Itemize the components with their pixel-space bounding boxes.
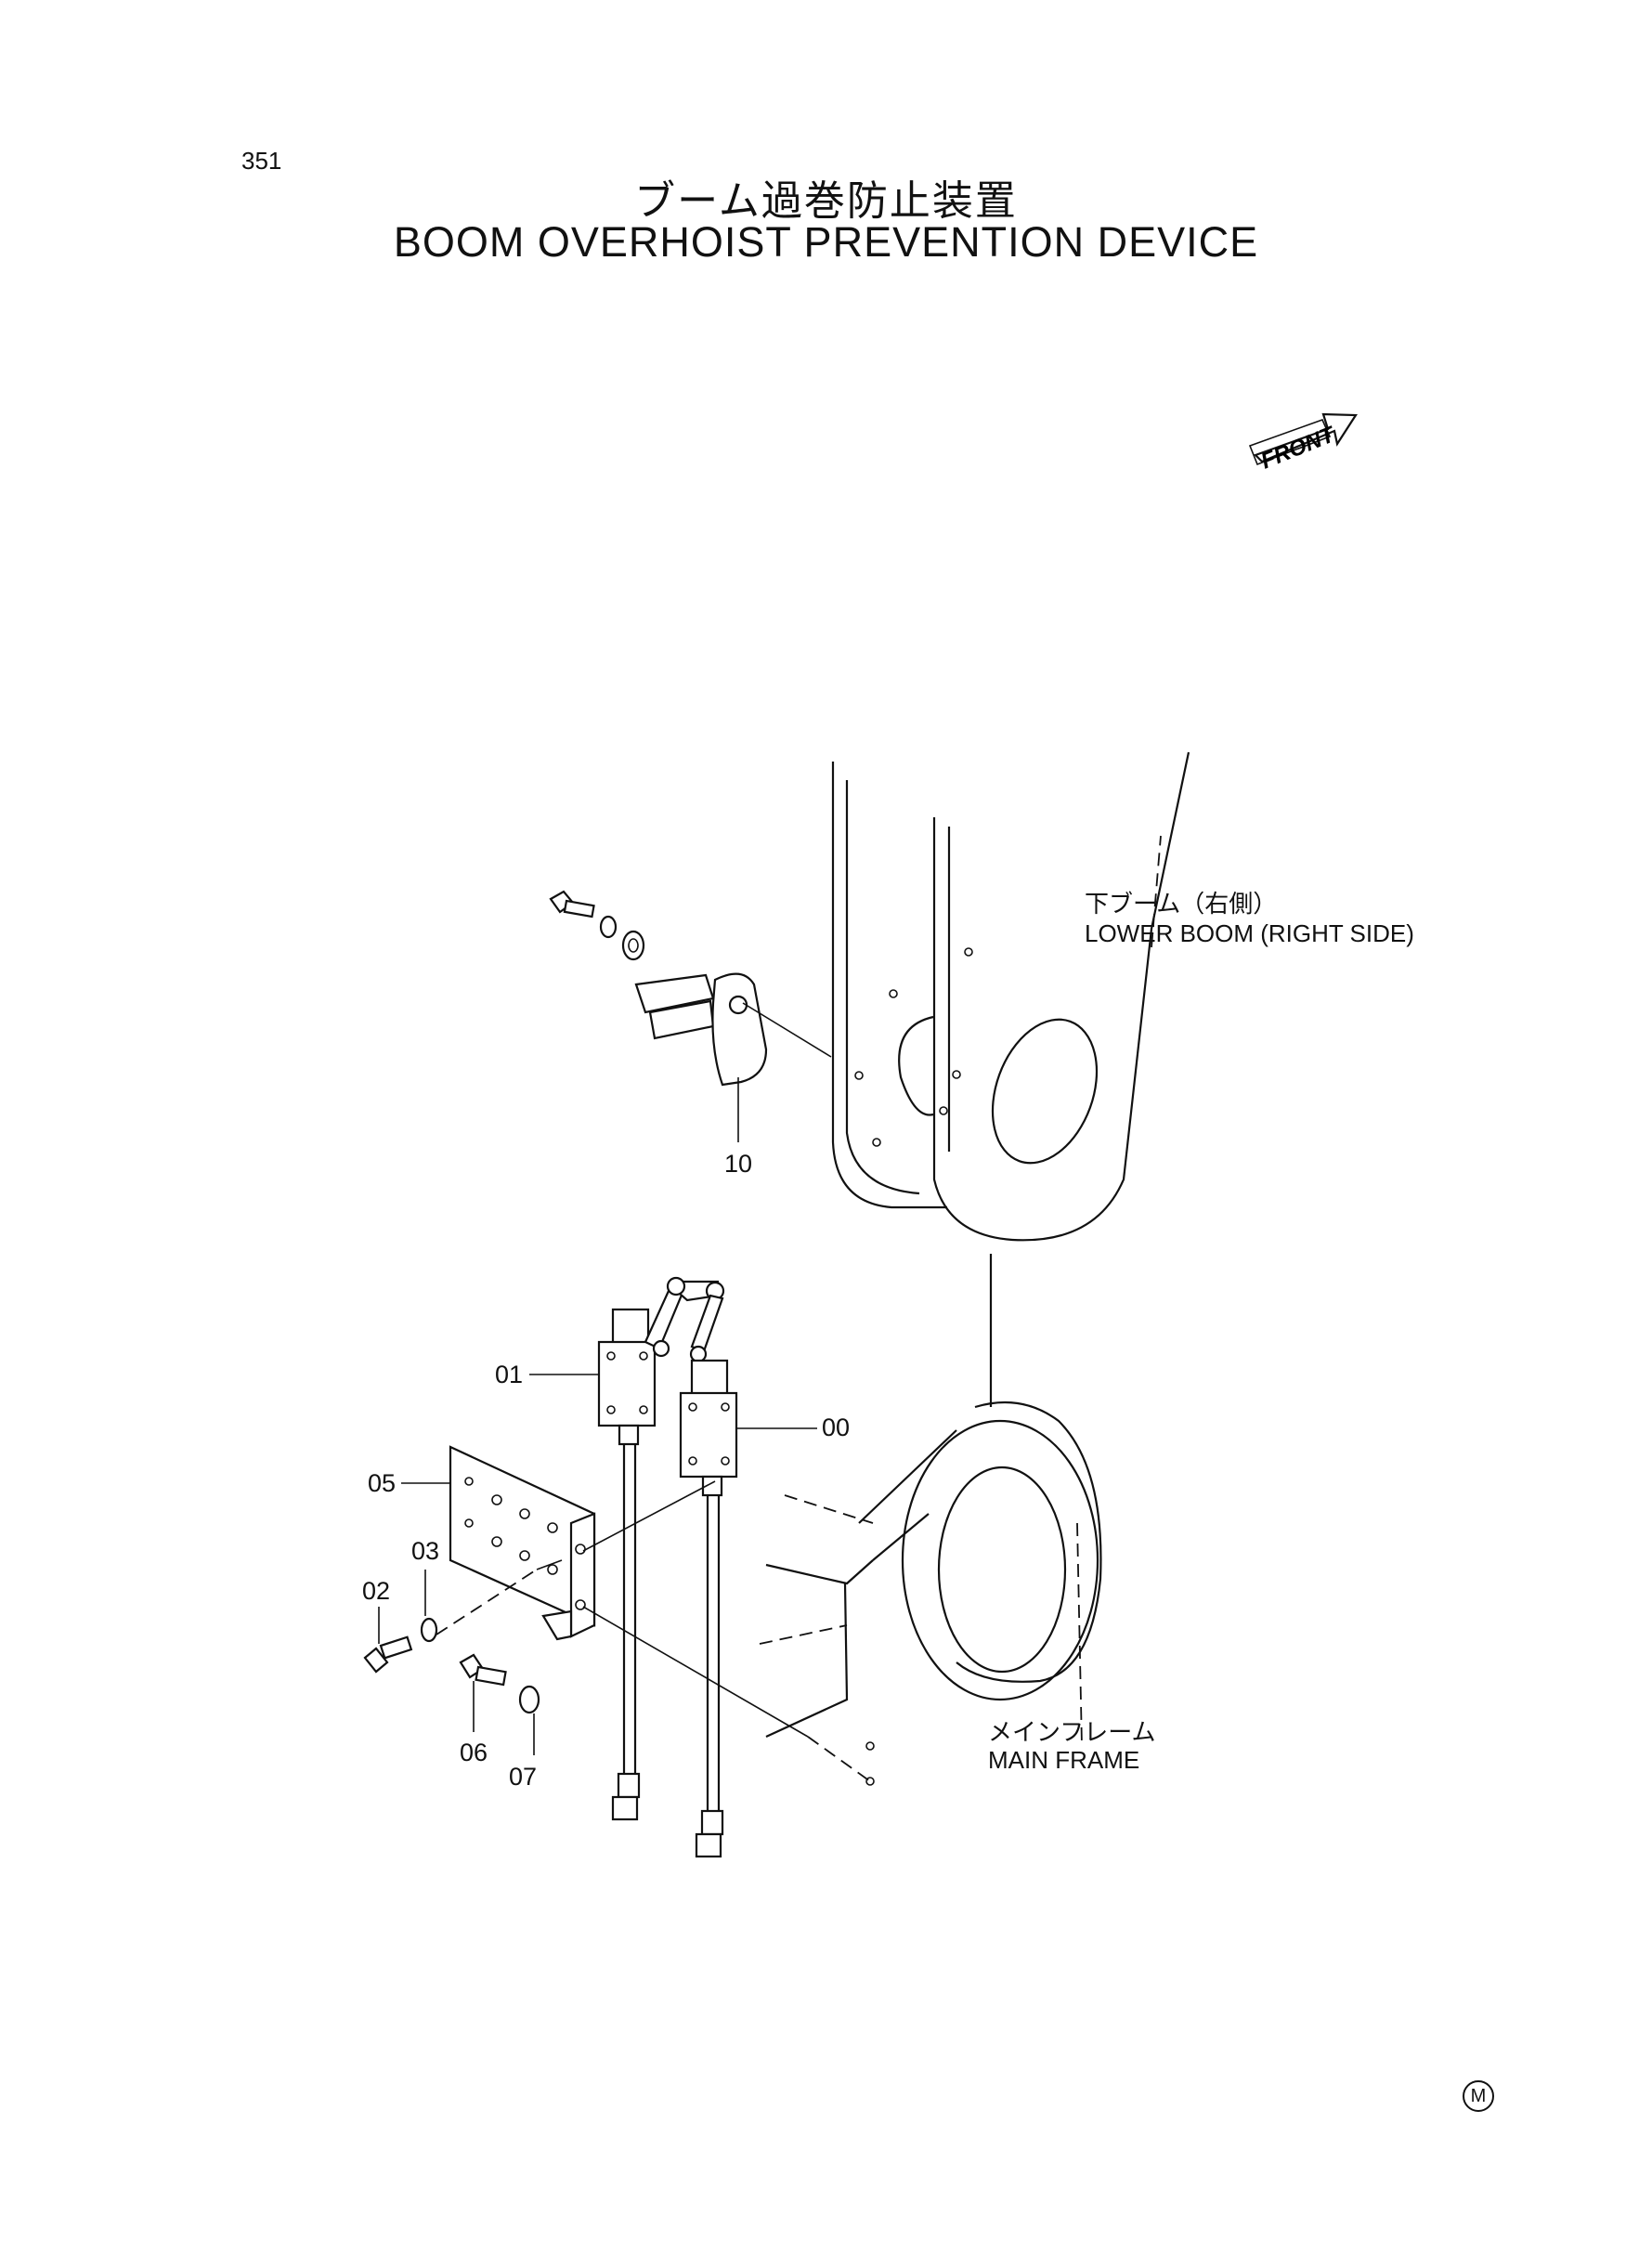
limit-switch-01: [597, 1308, 657, 1821]
part-number-10: 10: [724, 1150, 753, 1178]
lower-boom: [831, 751, 1190, 1242]
page-title: BOOM OVERHOIST PREVENTION DEVICE: [393, 218, 1259, 266]
switch-lever-arms: [644, 1276, 725, 1363]
lower-boom-label: LOWER BOOM (RIGHT SIDE): [1085, 919, 1414, 947]
page-title-japanese: ブーム過巻防止装置: [634, 177, 1018, 225]
lower-boom-label-jp: 下ブーム（右側）: [1085, 890, 1278, 918]
part-number-06: 06: [460, 1739, 488, 1766]
part-number-03: 03: [411, 1537, 440, 1565]
page-number: 351: [241, 147, 282, 175]
limit-switch-00: [679, 1359, 738, 1858]
washer-03: [420, 1570, 438, 1643]
main-frame-label-jp: メインフレーム: [988, 1718, 1156, 1746]
part-number-00: 00: [822, 1414, 851, 1441]
washer-07: [518, 1685, 540, 1755]
main-frame: [759, 1401, 1102, 1786]
part-number-07: 07: [509, 1763, 538, 1791]
bolt-icon: [549, 890, 595, 919]
bolt-06: [459, 1653, 507, 1732]
spring-washer-icon: [599, 915, 618, 939]
bracket-05: [436, 1445, 871, 1782]
front-arrow-icon: FRONT: [1248, 412, 1358, 475]
main-frame-label: MAIN FRAME: [988, 1746, 1140, 1774]
front-label: FRONT: [1257, 422, 1340, 475]
part-number-02: 02: [362, 1577, 391, 1605]
bolt-02: [363, 1607, 413, 1674]
washer-icon: [621, 930, 645, 961]
corner-mark: M: [1463, 2080, 1494, 2112]
part-number-01: 01: [495, 1361, 524, 1388]
part-number-05: 05: [368, 1469, 397, 1497]
cam-part-10: [549, 890, 832, 1142]
